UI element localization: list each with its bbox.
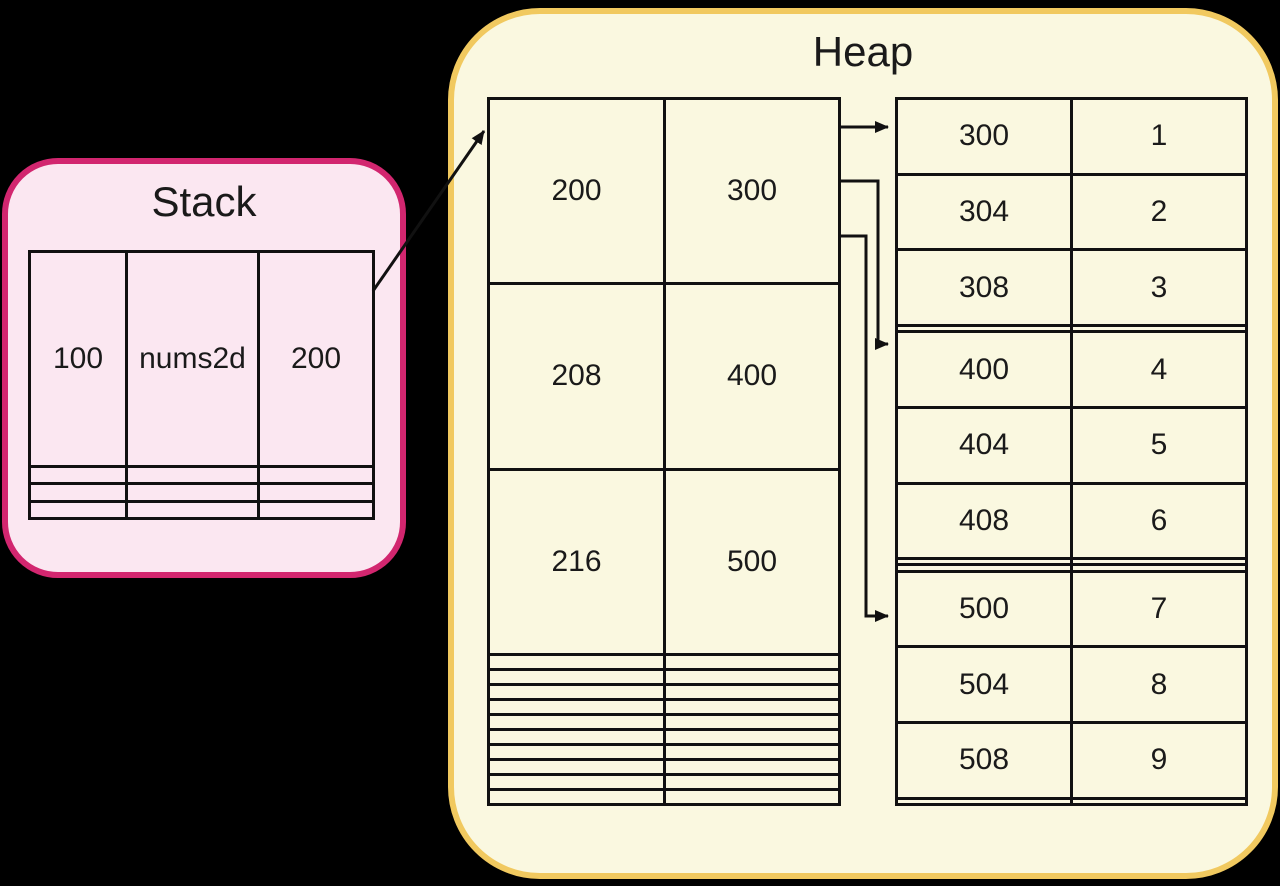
- stack-title: Stack: [151, 178, 257, 225]
- memory-cell: [487, 757, 666, 776]
- memory-cell: [895, 563, 1073, 573]
- memory-row: [487, 742, 841, 761]
- memory-cell: [257, 482, 375, 503]
- memory-cell: 9: [1070, 721, 1248, 800]
- memory-cell: [663, 697, 841, 716]
- memory-cell: 308: [895, 248, 1073, 328]
- memory-cell: 500: [895, 569, 1073, 649]
- memory-cell: 304: [895, 172, 1073, 252]
- memory-row: [487, 667, 841, 686]
- memory-cell: [487, 652, 666, 671]
- memory-cell: [125, 482, 260, 503]
- memory-cell: [895, 324, 1073, 334]
- memory-cell: [487, 772, 666, 791]
- memory-cell: 7: [1070, 569, 1248, 649]
- memory-cell: [28, 464, 128, 486]
- memory-row: [487, 772, 841, 791]
- memory-cell: 4: [1070, 330, 1248, 409]
- memory-row: [487, 697, 841, 716]
- memory-row: [895, 563, 1248, 573]
- memory-cell: [257, 464, 375, 486]
- memory-row: [487, 787, 841, 807]
- memory-cell: 408: [895, 481, 1073, 561]
- memory-cell: 200: [487, 96, 666, 286]
- memory-cell: [663, 667, 841, 686]
- memory-row: [28, 499, 375, 521]
- memory-cell: 2: [1070, 172, 1248, 252]
- memory-row: [487, 652, 841, 671]
- memory-cell: 508: [895, 721, 1073, 800]
- memory-cell: [663, 742, 841, 761]
- memory-cell: [1070, 557, 1248, 567]
- memory-cell: [487, 682, 666, 701]
- memory-cell: 1: [1070, 97, 1248, 176]
- memory-cell: [28, 499, 128, 521]
- memory-cell: 6: [1070, 481, 1248, 561]
- memory-cell: 100: [28, 250, 128, 468]
- memory-cell: 300: [895, 97, 1073, 176]
- memory-cell: [257, 499, 375, 521]
- memory-cell: 3: [1070, 248, 1248, 328]
- memory-cell: [895, 557, 1073, 567]
- memory-cell: [663, 682, 841, 701]
- memory-row: [895, 557, 1248, 567]
- memory-row: [895, 324, 1248, 334]
- memory-cell: [125, 464, 260, 486]
- memory-cell: [487, 787, 666, 807]
- memory-cell: [663, 712, 841, 731]
- memory-cell: [895, 796, 1073, 807]
- memory-cell: [663, 757, 841, 776]
- memory-cell: [1070, 324, 1248, 334]
- memory-row: [28, 482, 375, 503]
- memory-row: [28, 464, 375, 486]
- memory-cell: 404: [895, 405, 1073, 485]
- memory-cell: [28, 482, 128, 503]
- memory-cell: [487, 742, 666, 761]
- memory-cell: [663, 787, 841, 807]
- memory-cell: 400: [663, 282, 841, 471]
- memory-row: [487, 727, 841, 746]
- memory-row: [487, 757, 841, 776]
- memory-cell: 216: [487, 467, 666, 656]
- memory-row: [895, 796, 1248, 807]
- memory-cell: [487, 727, 666, 746]
- memory-cell: [663, 772, 841, 791]
- memory-cell: 208: [487, 282, 666, 471]
- heap-title: Heap: [812, 28, 914, 75]
- memory-cell: 500: [663, 467, 841, 656]
- memory-row: [487, 682, 841, 701]
- memory-cell: 8: [1070, 645, 1248, 724]
- memory-cell: 400: [895, 330, 1073, 409]
- memory-row: [487, 712, 841, 731]
- memory-cell: [1070, 563, 1248, 573]
- memory-cell: [663, 727, 841, 746]
- memory-cell: [1070, 796, 1248, 807]
- memory-cell: nums2d: [125, 250, 260, 468]
- memory-cell: [125, 499, 260, 521]
- memory-cell: 300: [663, 96, 841, 286]
- memory-cell: [487, 697, 666, 716]
- memory-cell: 504: [895, 645, 1073, 724]
- memory-cell: 5: [1070, 405, 1248, 485]
- memory-cell: [487, 667, 666, 686]
- memory-cell: [487, 712, 666, 731]
- memory-cell: 200: [257, 250, 375, 468]
- memory-cell: [663, 652, 841, 671]
